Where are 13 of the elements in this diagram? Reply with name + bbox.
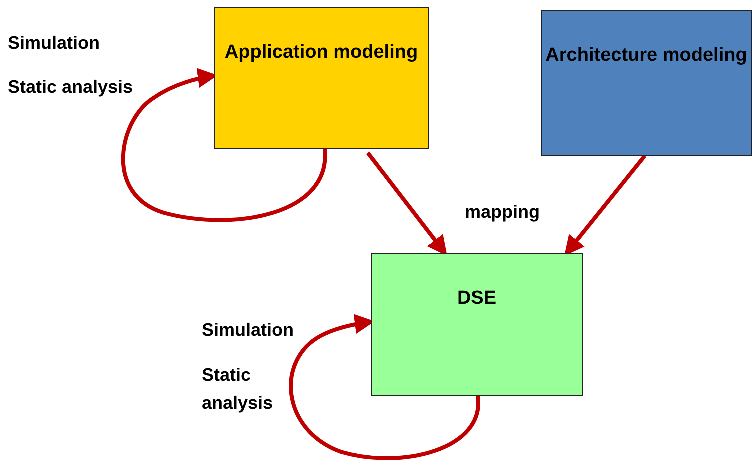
annotation-text: Static analysis — [202, 364, 274, 415]
node-label: Application modeling — [224, 41, 418, 65]
annotation-text: mapping — [465, 201, 540, 224]
arrow — [121, 68, 327, 222]
node-label: Architecture modeling — [546, 44, 748, 68]
annotation-text: Static analysis — [8, 76, 134, 99]
annotation-text: Simulation — [202, 319, 294, 342]
arrow — [289, 314, 480, 460]
process-box — [214, 7, 429, 149]
process-box — [371, 253, 583, 396]
process-box — [541, 10, 752, 156]
node-label: DSE — [457, 287, 497, 311]
annotation-text: Simulation — [8, 32, 100, 55]
